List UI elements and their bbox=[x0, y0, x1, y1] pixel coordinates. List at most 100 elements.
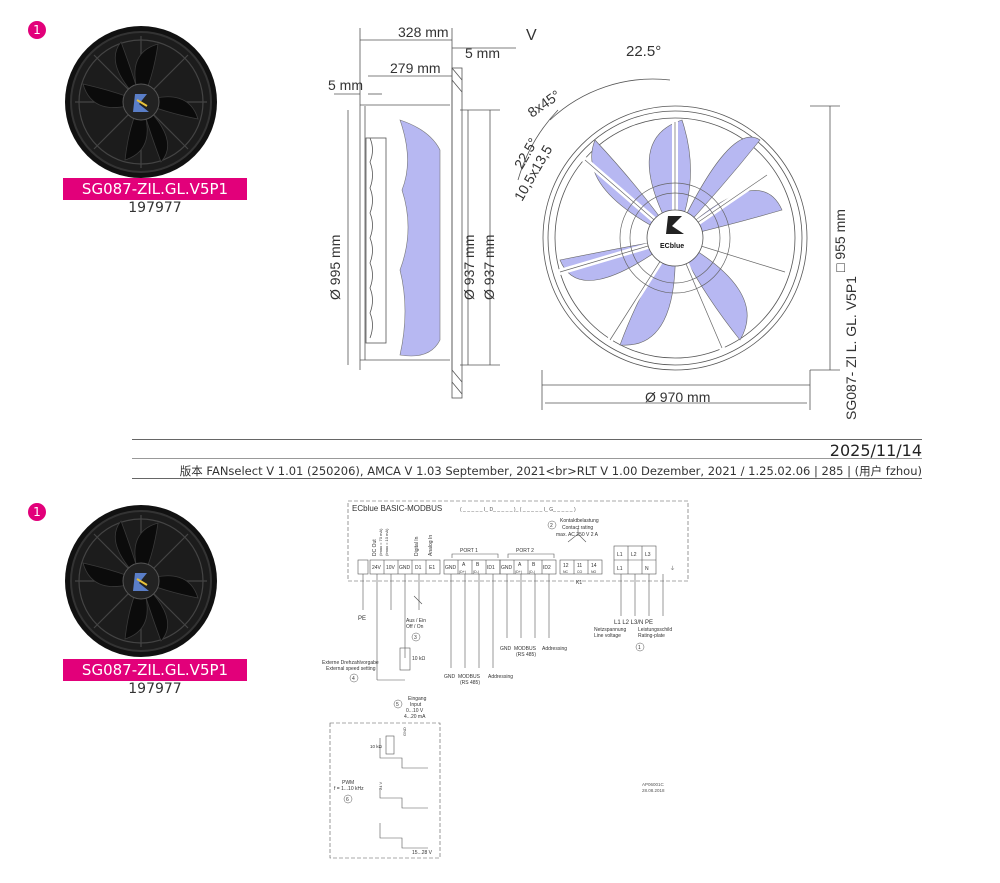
dim-depth-total: 328 mm bbox=[398, 24, 449, 40]
gnd-left: GND bbox=[444, 674, 456, 680]
fan-photo-top bbox=[65, 26, 217, 178]
dim-diameter-outer: Ø 995 mm bbox=[327, 235, 343, 300]
pwm-frequency: f = 1...10 kHz bbox=[334, 786, 364, 792]
modbus-left: MODBUS bbox=[458, 674, 481, 680]
relay-co: CO bbox=[577, 570, 583, 574]
dc-out-sub1: (Imax = 70 mA) bbox=[378, 528, 383, 556]
resistor-label: 10 kΩ bbox=[412, 656, 425, 662]
circle-4: 4 bbox=[352, 676, 355, 682]
port2-label: PORT 2 bbox=[516, 548, 534, 554]
article-number-bottom: 197977 bbox=[128, 681, 182, 697]
dim-flange-left: 5 mm bbox=[328, 77, 363, 93]
port1-a-sub: (D+) bbox=[459, 570, 466, 574]
model-name-bar-top: SG087-ZIL.GL.V5P1 bbox=[63, 178, 247, 200]
divider-top bbox=[132, 439, 922, 440]
dim-hole-pattern: 8x45° bbox=[525, 87, 564, 121]
dc-out-sub2: (Imax = 10 mA) bbox=[384, 528, 389, 556]
port1-b-sub: (D-) bbox=[473, 570, 479, 574]
dim-angle-top: 22.5° bbox=[626, 43, 661, 60]
input-label: Input bbox=[410, 702, 422, 708]
circle-5: 5 bbox=[396, 702, 399, 708]
power-l2-top: L2 bbox=[631, 552, 637, 558]
port2-a: A bbox=[518, 562, 522, 568]
contact-circle: 2 bbox=[550, 523, 553, 529]
port1-b: B bbox=[476, 562, 480, 568]
terminal-d1: D1 bbox=[415, 565, 422, 571]
circle-6: 6 bbox=[346, 797, 349, 803]
item-badge-bottom: 1 bbox=[28, 503, 46, 521]
terminal-24v: 24V bbox=[372, 565, 382, 571]
port1-id1: ID1 bbox=[487, 565, 495, 571]
drawing-model-vertical: SG087- Zl L. GL. V5P1 bbox=[843, 276, 859, 420]
relay-14: 14 bbox=[591, 563, 597, 569]
contact-max: max. AC 250 V 2 A bbox=[556, 532, 599, 538]
dc-out-label: DC Out bbox=[372, 539, 378, 556]
port2-b: B bbox=[532, 562, 536, 568]
contact-de: Kontaktbelastung bbox=[560, 518, 599, 524]
port2-gnd: GND bbox=[501, 565, 513, 571]
analog-in-label: Analog In bbox=[428, 535, 434, 556]
circle-1: 1 bbox=[638, 645, 641, 651]
relay-11: 11 bbox=[577, 563, 582, 569]
terminal-10v: 10V bbox=[386, 565, 396, 571]
dimension-drawing: ECblue 328 mm 279 mm 5 mm 5 mm V Ø 995 m… bbox=[327, 24, 859, 420]
input-current: 4...20 mA bbox=[404, 714, 426, 720]
power-l1-top: L1 bbox=[617, 552, 623, 558]
contact-en: Contact rating bbox=[562, 525, 593, 531]
dim-flange-right: 5 mm bbox=[465, 45, 500, 61]
fan-logo-text: ECblue bbox=[660, 243, 684, 250]
drawing-code-date: 28.08.2018 bbox=[642, 788, 665, 793]
port1-gnd: GND bbox=[445, 565, 457, 571]
power-l3-top: L3 bbox=[645, 552, 651, 558]
dim-square-size: □ 955 mm bbox=[832, 209, 848, 272]
gnd-mid: GND bbox=[500, 646, 512, 652]
netz-en: Line voltage bbox=[594, 633, 621, 639]
ext-speed-de: Externe Drehzahlvorgabe bbox=[322, 660, 379, 666]
modbus-mid: MODBUS bbox=[514, 646, 537, 652]
input-voltage: 0...10 V bbox=[406, 708, 424, 714]
v15-28-label: 15...28 V bbox=[412, 850, 433, 856]
rs485-mid: (RS 485) bbox=[516, 652, 536, 658]
v24-small: 24 V bbox=[378, 781, 383, 790]
version-info: 版本 FANselect V 1.01 (250206), AMCA V 1.0… bbox=[179, 464, 922, 478]
power-lines-label: L1 L2 L3/N PE bbox=[614, 620, 653, 626]
resistor2-label: 10 kΩ bbox=[370, 744, 383, 749]
report-date: 2025/11/14 bbox=[829, 441, 922, 460]
dim-view-label: V bbox=[526, 27, 537, 44]
netz-de: Netzspannung bbox=[594, 627, 626, 633]
wiring-title-dots: ( _ _ _ _ _ I_ D_ _ _ _ _ )_ ( _ _ _ _ _… bbox=[460, 507, 576, 513]
port1-a: A bbox=[462, 562, 466, 568]
wiring-diagram: ECblue BASIC-MODBUS ( _ _ _ _ _ I_ D_ _ … bbox=[322, 500, 689, 859]
article-number-top: 197977 bbox=[128, 200, 182, 216]
drawing-code: AP06001C bbox=[642, 782, 665, 787]
rs485-left: (RS 485) bbox=[460, 680, 480, 686]
circle-3: 3 bbox=[414, 635, 417, 641]
relay-no: NO bbox=[591, 570, 597, 574]
aus-ein-label: Aus / Ein bbox=[406, 618, 426, 624]
port2-a-sub: (D+) bbox=[515, 570, 522, 574]
relay-nc: NC bbox=[563, 570, 569, 574]
model-name-bar-bottom: SG087-ZIL.GL.V5P1 bbox=[63, 659, 247, 681]
port2-b-sub: (D-) bbox=[529, 570, 535, 574]
k1-label: K1 bbox=[576, 580, 582, 586]
wiring-title: ECblue BASIC-MODBUS bbox=[352, 504, 442, 513]
addressing-mid: Addressing bbox=[542, 646, 567, 652]
eingang-label: Eingang bbox=[408, 696, 427, 702]
relay-12: 12 bbox=[563, 563, 569, 569]
pe-terminal: ⏚ bbox=[670, 565, 675, 572]
pwm-label: PWM bbox=[342, 780, 354, 786]
dim-bolt-circle: Ø 970 mm bbox=[645, 389, 710, 405]
power-n-bottom: N bbox=[645, 566, 649, 572]
port1-label: PORT 1 bbox=[460, 548, 478, 554]
off-on-label: Off / On bbox=[406, 624, 424, 630]
divider-bottom bbox=[132, 478, 922, 479]
leistung-en: Rating-plate bbox=[638, 633, 665, 639]
fan-photo-bottom bbox=[65, 505, 217, 657]
ext-speed-en: External speed setting bbox=[326, 666, 376, 672]
dim-diameter-inner-1: Ø 937 mm bbox=[461, 235, 477, 300]
terminal-gnd: GND bbox=[399, 565, 411, 571]
item-badge-top: 1 bbox=[28, 21, 46, 39]
power-l1-bottom: L1 bbox=[617, 566, 623, 572]
dim-diameter-inner-2: Ø 937 mm bbox=[481, 235, 497, 300]
gnd-small: GND bbox=[402, 727, 407, 736]
